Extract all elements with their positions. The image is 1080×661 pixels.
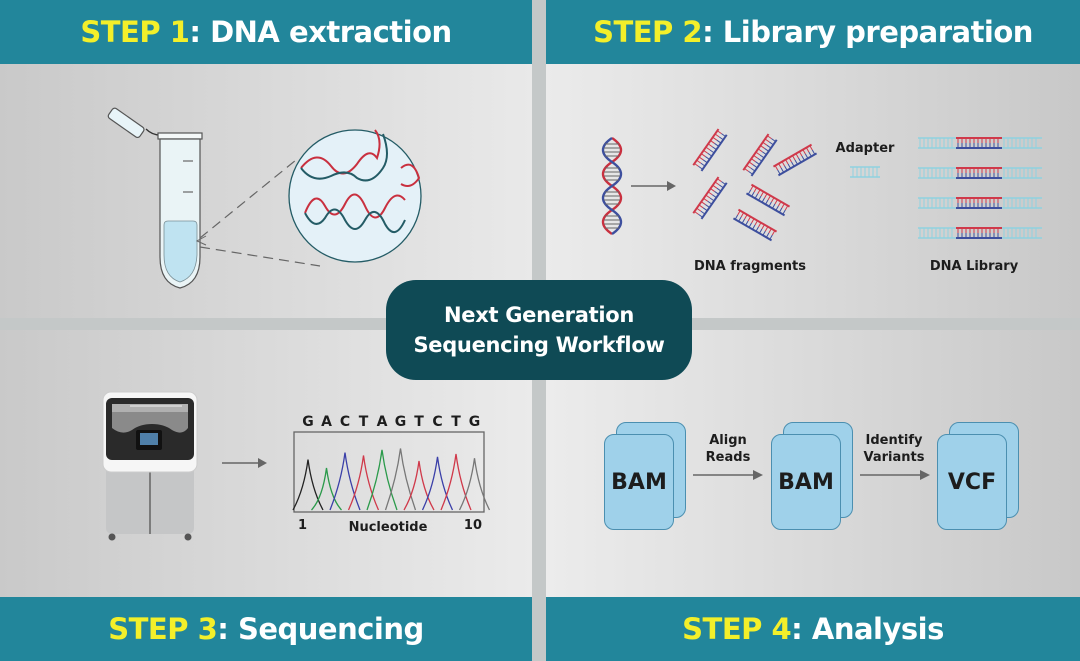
base-letter: A <box>376 414 388 430</box>
dna-fragment <box>732 208 778 242</box>
file-stack-vcf: VCF <box>937 422 1021 530</box>
file-stack-bam: BAM <box>604 422 688 530</box>
identify-variants-arrow-icon <box>860 470 930 480</box>
align-reads-label: Align Reads <box>705 433 751 465</box>
base-letter: T <box>451 414 461 430</box>
arrow-right-icon <box>631 181 676 191</box>
step-1-banner: STEP 1: DNA extraction <box>0 0 532 64</box>
chromatogram-peak <box>347 455 380 511</box>
base-letter: C <box>339 414 351 430</box>
adapter-icon <box>850 166 880 178</box>
dna-fragment <box>692 176 728 220</box>
chromatogram-peak <box>329 452 361 511</box>
file-card-front: BAM <box>604 434 674 530</box>
base-letter: T <box>358 414 369 430</box>
step-2-number: STEP 2 <box>593 15 703 49</box>
chromatogram-peak <box>292 459 324 511</box>
file-type-label: BAM <box>778 469 834 495</box>
step-3-number: STEP 3 <box>108 612 218 646</box>
chromatogram-peak <box>311 467 342 511</box>
axis-start-label: 1 <box>298 518 308 533</box>
base-letter: G <box>468 414 481 430</box>
workflow-title-line-1: Next Generation <box>443 303 635 327</box>
magnified-dna-circle-icon <box>288 129 422 263</box>
base-letter: A <box>321 414 332 430</box>
library-molecule <box>918 167 1042 179</box>
step-2-banner: STEP 2: Library preparation <box>546 0 1080 64</box>
step-1-number: STEP 1 <box>80 15 190 49</box>
dna-fragments-label: DNA fragments <box>694 259 806 274</box>
dna-fragment <box>742 133 778 177</box>
dna-double-helix-icon <box>601 137 623 235</box>
sequencer-machine-icon <box>102 391 198 541</box>
file-stack-bam: BAM <box>771 422 855 530</box>
step-2-title: Library preparation <box>713 15 1034 49</box>
file-type-label: BAM <box>611 469 667 495</box>
base-letter: T <box>414 414 424 430</box>
dna-fragment <box>772 143 818 177</box>
chromatogram-peak <box>384 448 417 511</box>
base-letter: G <box>394 414 407 430</box>
zoom-guide-lines <box>195 159 321 267</box>
axis-label-nucleotide: Nucleotide <box>348 520 428 535</box>
chromatogram-peak <box>440 453 472 511</box>
base-letter: G <box>302 414 314 430</box>
library-molecule <box>918 197 1042 209</box>
step-4-banner: STEP 4: Analysis <box>546 597 1080 661</box>
step-3-title: Sequencing <box>228 612 424 646</box>
dna-fragment <box>692 128 728 172</box>
chromatogram-peak <box>366 449 398 511</box>
dna-library-icon <box>918 137 1042 239</box>
adapter-label: Adapter <box>835 141 895 156</box>
step-3-banner: STEP 3: Sequencing <box>0 597 532 661</box>
library-molecule <box>918 227 1042 239</box>
axis-end-label: 10 <box>463 518 482 533</box>
file-card-front: BAM <box>771 434 841 530</box>
chromatogram-plot <box>292 431 491 513</box>
microcentrifuge-tube-icon <box>107 107 203 289</box>
base-letter: C <box>432 414 443 430</box>
chromatogram-peak <box>421 456 454 511</box>
step-1-title: DNA extraction <box>200 15 452 49</box>
arrow-right-icon <box>222 458 267 468</box>
file-type-label: VCF <box>947 469 997 495</box>
align-reads-arrow-icon <box>693 470 763 480</box>
file-card-front: VCF <box>937 434 1007 530</box>
dna-library-label: DNA Library <box>929 259 1019 274</box>
library-molecule <box>918 137 1042 149</box>
identify-variants-label: Identify Variants <box>863 433 925 465</box>
dna-fragment <box>745 183 791 217</box>
chromatogram-peak <box>458 458 491 511</box>
workflow-title-badge: Next Generation Sequencing Workflow <box>386 280 692 380</box>
dna-fragments-icon <box>692 128 818 242</box>
step-4-title: Analysis <box>802 612 944 646</box>
step-4-number: STEP 4 <box>682 612 792 646</box>
workflow-title-line-2: Sequencing Workflow <box>413 333 665 357</box>
chromatogram-frame <box>293 431 485 513</box>
